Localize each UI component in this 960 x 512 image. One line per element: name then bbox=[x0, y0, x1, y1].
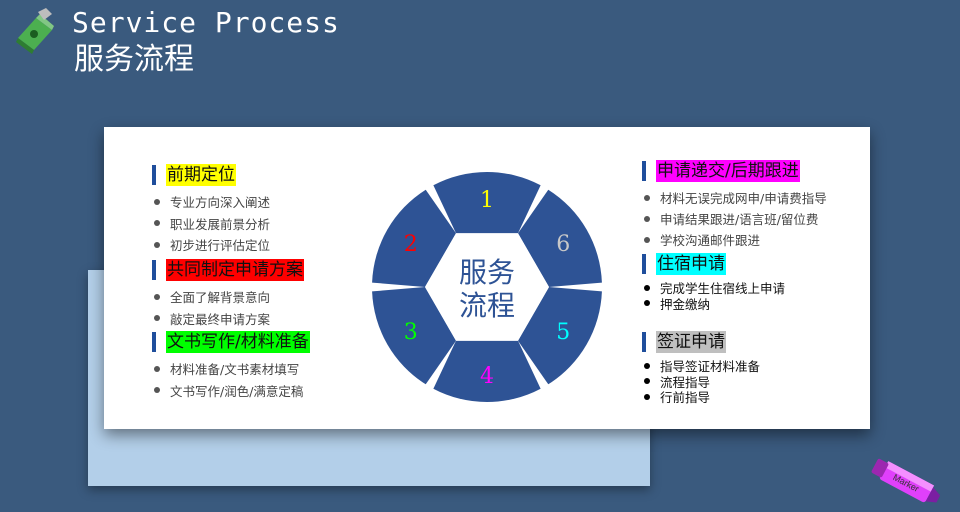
section-title: 住宿申请 bbox=[656, 253, 726, 275]
section-accent-bar bbox=[642, 254, 646, 274]
list-item: 敲定最终申请方案 bbox=[152, 308, 304, 330]
bullet-icon bbox=[644, 394, 650, 400]
header-sharpener-icon bbox=[12, 8, 58, 54]
section-accent-bar bbox=[152, 332, 156, 352]
list-item: 行前指导 bbox=[642, 389, 760, 405]
page-title-chinese: 服务流程 bbox=[74, 34, 194, 78]
bullet-icon bbox=[154, 315, 160, 321]
diagram-center-label-line1: 服务 bbox=[459, 256, 515, 289]
bullet-icon bbox=[644, 285, 650, 291]
list-item-text: 押金缴纳 bbox=[660, 294, 710, 313]
bullet-icon bbox=[154, 387, 160, 393]
main-card: 1 6 5 4 3 2 服务 流程 前期定位 专业方向深入阐述职业发展前景分析初步进行评估… bbox=[104, 127, 870, 429]
list-item: 申请结果跟进/语言班/留位费 bbox=[642, 208, 827, 229]
bullet-icon bbox=[644, 363, 650, 369]
bullet-icon bbox=[154, 242, 160, 248]
section-title: 申请递交/后期跟进 bbox=[656, 160, 800, 182]
list-item-text: 专业方向深入阐述 bbox=[170, 192, 270, 211]
marker-pen-icon: Marker bbox=[866, 458, 946, 508]
diagram-segment-number: 5 bbox=[556, 320, 570, 345]
diagram-segment-number: 4 bbox=[480, 364, 494, 389]
section-title: 前期定位 bbox=[166, 164, 236, 186]
bullet-icon bbox=[644, 378, 650, 384]
section-accent-bar bbox=[642, 161, 646, 181]
list-item: 学校沟通邮件跟进 bbox=[642, 229, 827, 250]
list-item-text: 全面了解背景意向 bbox=[170, 287, 270, 306]
diagram-segment-number: 1 bbox=[480, 188, 494, 213]
list-item-text: 材料无误完成网申/申请费指导 bbox=[660, 188, 827, 207]
section-writing-materials: 文书写作/材料准备 材料准备/文书素材填写文书写作/润色/满意定稿 bbox=[152, 330, 310, 401]
diagram-segment-number: 3 bbox=[404, 320, 418, 345]
section-title: 签证申请 bbox=[656, 331, 726, 353]
bullet-icon bbox=[644, 195, 650, 201]
list-item: 押金缴纳 bbox=[642, 296, 785, 312]
section-submission-followup: 申请递交/后期跟进 材料无误完成网申/申请费指导申请结果跟进/语言班/留位费学校… bbox=[642, 159, 827, 250]
list-item: 职业发展前景分析 bbox=[152, 213, 270, 235]
diagram-center-label-line2: 流程 bbox=[459, 289, 515, 322]
section-accent-bar bbox=[152, 260, 156, 280]
list-item-text: 敲定最终申请方案 bbox=[170, 309, 270, 328]
list-item: 专业方向深入阐述 bbox=[152, 191, 270, 213]
service-process-diagram: 1 6 5 4 3 2 服务 流程 bbox=[368, 171, 606, 403]
section-accent-bar bbox=[152, 165, 156, 185]
list-item-text: 行前指导 bbox=[660, 387, 710, 406]
list-item-text: 初步进行评估定位 bbox=[170, 235, 270, 254]
section-title: 共同制定申请方案 bbox=[166, 259, 304, 281]
bullet-icon bbox=[154, 366, 160, 372]
bullet-icon bbox=[154, 199, 160, 205]
list-item-text: 申请结果跟进/语言班/留位费 bbox=[660, 209, 818, 228]
section-title: 文书写作/材料准备 bbox=[166, 331, 310, 353]
bullet-icon bbox=[154, 220, 160, 226]
section-visa: 签证申请 指导签证材料准备流程指导行前指导 bbox=[642, 330, 760, 405]
section-accommodation: 住宿申请 完成学生住宿线上申请押金缴纳 bbox=[642, 252, 785, 311]
bullet-icon bbox=[644, 300, 650, 306]
list-item-text: 学校沟通邮件跟进 bbox=[660, 230, 760, 249]
diagram-segment-number: 6 bbox=[556, 232, 570, 257]
diagram-segment-number: 2 bbox=[404, 232, 418, 257]
list-item: 全面了解背景意向 bbox=[152, 286, 304, 308]
list-item-text: 职业发展前景分析 bbox=[170, 214, 270, 233]
list-item: 材料准备/文书素材填写 bbox=[152, 358, 310, 380]
section-accent-bar bbox=[642, 332, 646, 352]
list-item-text: 材料准备/文书素材填写 bbox=[170, 359, 299, 378]
bullet-icon bbox=[644, 237, 650, 243]
list-item-text: 文书写作/润色/满意定稿 bbox=[170, 381, 303, 400]
list-item: 初步进行评估定位 bbox=[152, 234, 270, 256]
bullet-icon bbox=[644, 216, 650, 222]
section-early-positioning: 前期定位 专业方向深入阐述职业发展前景分析初步进行评估定位 bbox=[152, 163, 270, 256]
list-item: 文书写作/润色/满意定稿 bbox=[152, 380, 310, 402]
section-joint-application-plan: 共同制定申请方案 全面了解背景意向敲定最终申请方案 bbox=[152, 258, 304, 329]
bullet-icon bbox=[154, 294, 160, 300]
list-item: 材料无误完成网申/申请费指导 bbox=[642, 187, 827, 208]
